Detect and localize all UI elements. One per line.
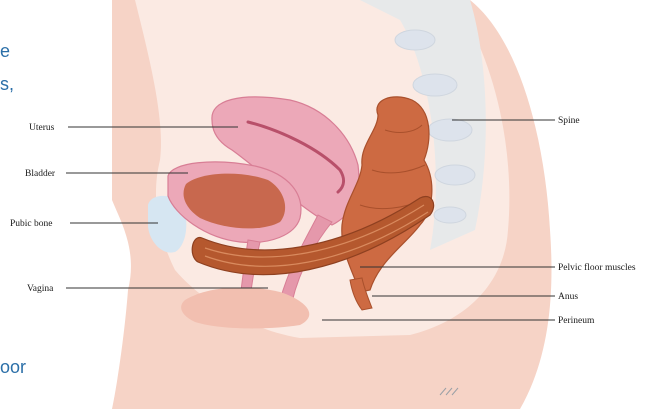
pelvic-floor-muscles-label: Pelvic floor muscles [558, 262, 636, 273]
bladder-label: Bladder [25, 169, 56, 179]
vagina-label: Vagina [27, 284, 54, 294]
anus-label: Anus [558, 292, 578, 302]
uterus-label: Uterus [29, 123, 55, 133]
spine-label: Spine [558, 116, 580, 126]
pubic-bone-label: Pubic bone [10, 219, 52, 229]
perineum-label: Perineum [558, 316, 595, 326]
